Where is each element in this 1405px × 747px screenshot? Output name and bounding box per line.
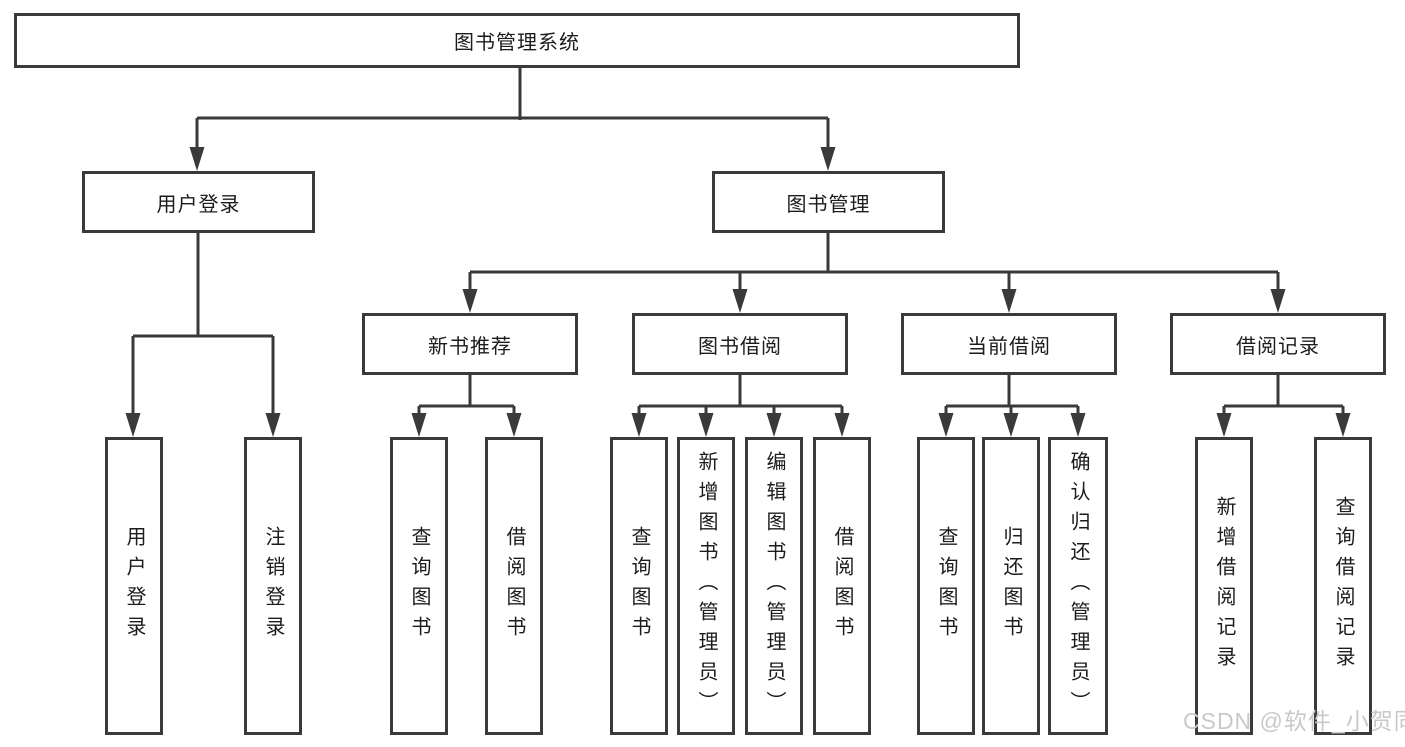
node-borrow-records: 借阅记录 — [1170, 313, 1386, 375]
leaf-query-books-2: 查询图书 — [610, 437, 668, 735]
node-label: 查询借阅记录 — [1332, 496, 1354, 676]
node-label: 归还图书 — [1000, 526, 1022, 646]
leaf-confirm-return-admin: 确认归还（管理员） — [1048, 437, 1108, 735]
node-book-borrow: 图书借阅 — [632, 313, 848, 375]
node-label: 用户登录 — [123, 526, 145, 646]
leaf-logout: 注销登录 — [244, 437, 302, 735]
node-label: 图书管理系统 — [454, 32, 580, 54]
node-user-login: 用户登录 — [82, 171, 315, 233]
node-new-book-recommend: 新书推荐 — [362, 313, 578, 375]
leaf-return-books: 归还图书 — [982, 437, 1040, 735]
node-label: 查询图书 — [935, 526, 957, 646]
node-label: 图书管理 — [786, 193, 871, 216]
node-label: 新书推荐 — [428, 335, 512, 358]
leaf-add-borrow-record: 新增借阅记录 — [1195, 437, 1253, 735]
leaf-query-borrow-record: 查询借阅记录 — [1314, 437, 1372, 735]
node-label: 用户登录 — [156, 193, 241, 216]
leaf-edit-books-admin: 编辑图书（管理员） — [745, 437, 803, 735]
leaf-add-books-admin: 新增图书（管理员） — [677, 437, 735, 735]
leaf-user-login: 用户登录 — [105, 437, 163, 735]
leaf-borrow-books-2: 借阅图书 — [813, 437, 871, 735]
leaf-query-books-1: 查询图书 — [390, 437, 448, 735]
node-label: 新增借阅记录 — [1213, 496, 1235, 676]
node-label: 查询图书 — [628, 526, 650, 646]
csdn-watermark: CSDN @软件_小贺同学 — [1183, 708, 1405, 734]
node-label: 确认归还（管理员） — [1067, 451, 1089, 721]
node-label: 新增图书（管理员） — [695, 451, 717, 721]
leaf-borrow-books-1: 借阅图书 — [485, 437, 543, 735]
node-library-management-system: 图书管理系统 — [14, 13, 1020, 68]
node-label: 借阅图书 — [503, 526, 525, 646]
node-current-borrow: 当前借阅 — [901, 313, 1117, 375]
leaf-query-books-3: 查询图书 — [917, 437, 975, 735]
node-label: 图书借阅 — [698, 335, 782, 358]
node-label: 查询图书 — [408, 526, 430, 646]
node-label: 编辑图书（管理员） — [763, 451, 785, 721]
node-label: 注销登录 — [262, 526, 284, 646]
node-label: 借阅图书 — [831, 526, 853, 646]
node-label: 借阅记录 — [1236, 335, 1320, 358]
node-label: 当前借阅 — [967, 335, 1051, 358]
node-book-management: 图书管理 — [712, 171, 945, 233]
